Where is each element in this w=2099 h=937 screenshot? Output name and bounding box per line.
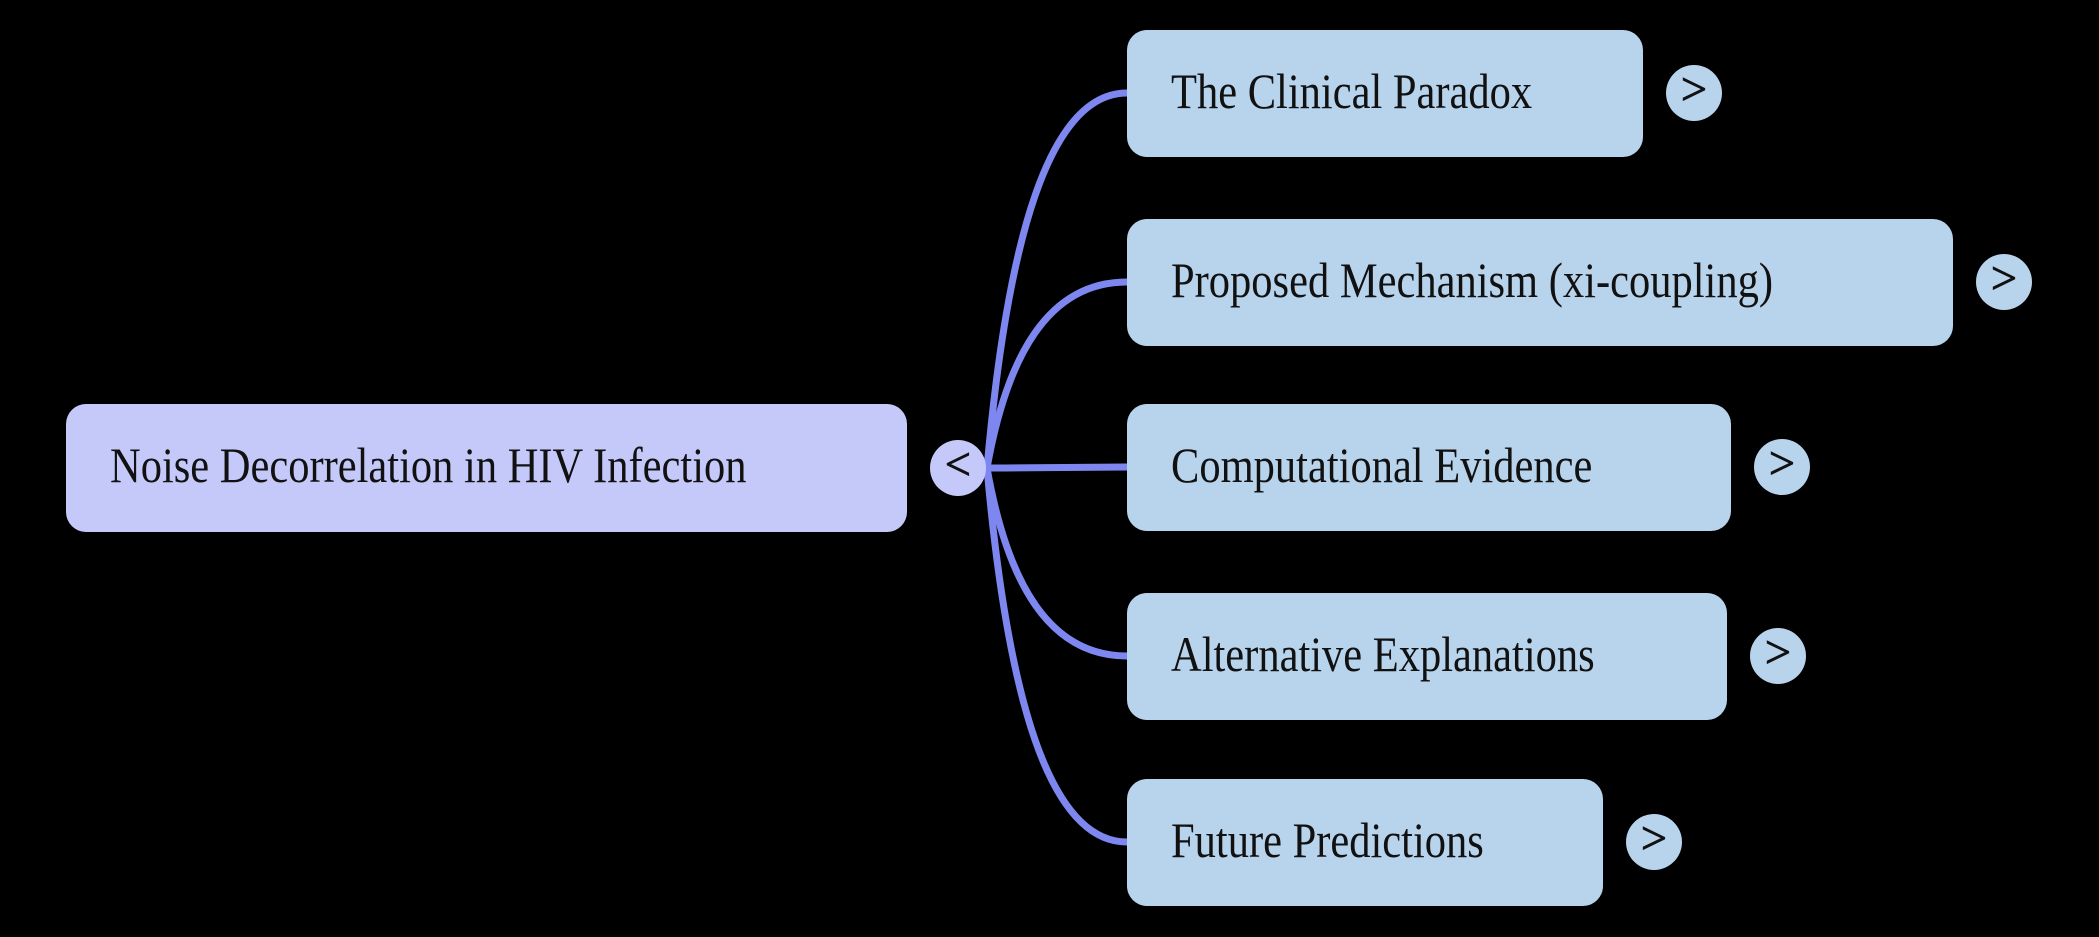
chevron-left-icon: < [944, 438, 972, 491]
edge-connector-3 [983, 463, 1131, 472]
edge-connector-4 [983, 464, 1131, 660]
chevron-right-icon: > [1990, 252, 2018, 305]
edge-connector-2 [983, 278, 1131, 472]
expand-clinical-paradox-button[interactable]: > [1666, 65, 1722, 121]
child-node-computational-evidence[interactable]: Computational Evidence [1127, 404, 1731, 531]
collapse-root-button[interactable]: < [930, 440, 986, 496]
root-node[interactable]: Noise Decorrelation in HIV Infection [66, 404, 907, 532]
child-node-clinical-paradox[interactable]: The Clinical Paradox [1127, 30, 1643, 157]
edge-connector-1 [983, 89, 1131, 472]
expand-alternative-explanations-button[interactable]: > [1750, 628, 1806, 684]
child-node-future-predictions[interactable]: Future Predictions [1127, 779, 1603, 906]
root-node-label: Noise Decorrelation in HIV Infection [110, 437, 747, 493]
child-node-label: Proposed Mechanism (xi-coupling) [1171, 251, 1773, 308]
chevron-right-icon: > [1768, 437, 1796, 490]
expand-future-predictions-button[interactable]: > [1626, 814, 1682, 870]
child-node-label: Computational Evidence [1171, 436, 1593, 493]
child-node-label: Future Predictions [1171, 811, 1484, 868]
chevron-right-icon: > [1640, 812, 1668, 865]
child-node-proposed-mechanism[interactable]: Proposed Mechanism (xi-coupling) [1127, 219, 1953, 346]
expand-computational-evidence-button[interactable]: > [1754, 439, 1810, 495]
child-node-label: Alternative Explanations [1171, 625, 1595, 682]
chevron-right-icon: > [1764, 626, 1792, 679]
expand-proposed-mechanism-button[interactable]: > [1976, 254, 2032, 310]
chevron-right-icon: > [1680, 63, 1708, 116]
edge-connector-5 [983, 464, 1131, 846]
child-node-label: The Clinical Paradox [1171, 62, 1533, 119]
child-node-alternative-explanations[interactable]: Alternative Explanations [1127, 593, 1727, 720]
